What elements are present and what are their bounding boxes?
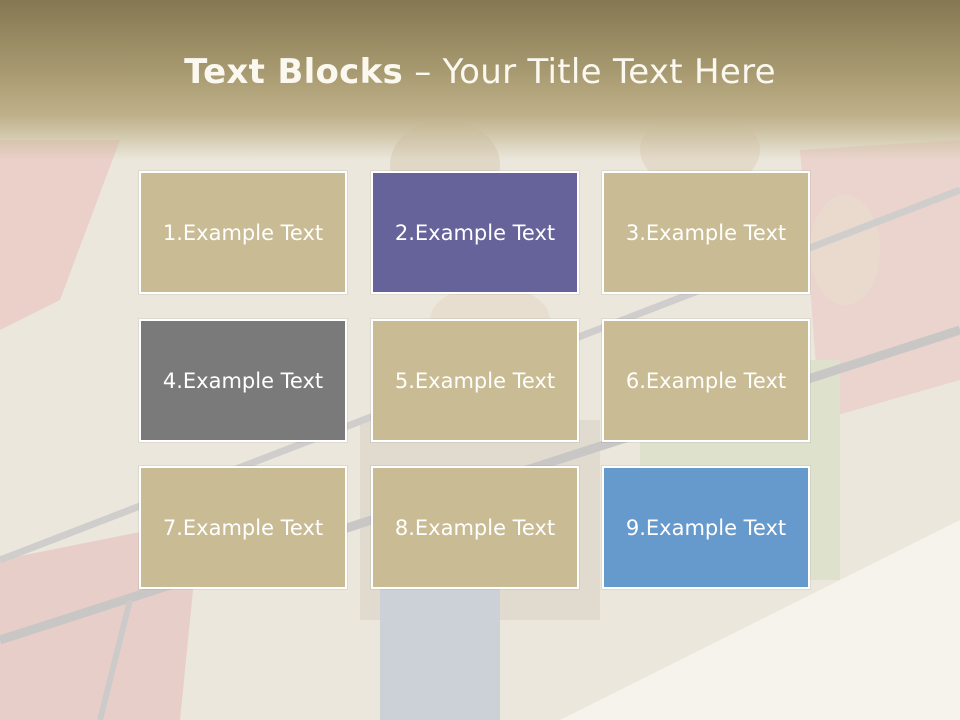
text-block-7[interactable]: 7.Example Text [139,466,347,589]
text-block-3[interactable]: 3.Example Text [602,171,810,294]
text-block-label: 1.Example Text [162,220,324,245]
text-block-label: 8.Example Text [394,515,556,540]
title-dash: – [403,52,443,92]
title-rest: Your Title Text Here [442,52,776,92]
text-block-label: 5.Example Text [394,368,556,393]
slide-title: Text Blocks – Your Title Text Here [0,52,960,92]
text-block-label: 4.Example Text [162,368,324,393]
text-block-8[interactable]: 8.Example Text [371,466,579,589]
text-block-label: 2.Example Text [394,220,556,245]
text-block-label: 7.Example Text [162,515,324,540]
text-block-6[interactable]: 6.Example Text [602,319,810,442]
text-block-9[interactable]: 9.Example Text [602,466,810,589]
text-block-label: 3.Example Text [625,220,787,245]
text-block-4[interactable]: 4.Example Text [139,319,347,442]
text-block-2[interactable]: 2.Example Text [371,171,579,294]
title-bar [0,0,960,160]
text-block-5[interactable]: 5.Example Text [371,319,579,442]
title-bold: Text Blocks [184,52,404,92]
text-block-1[interactable]: 1.Example Text [139,171,347,294]
text-block-label: 6.Example Text [625,368,787,393]
text-block-label: 9.Example Text [625,515,787,540]
